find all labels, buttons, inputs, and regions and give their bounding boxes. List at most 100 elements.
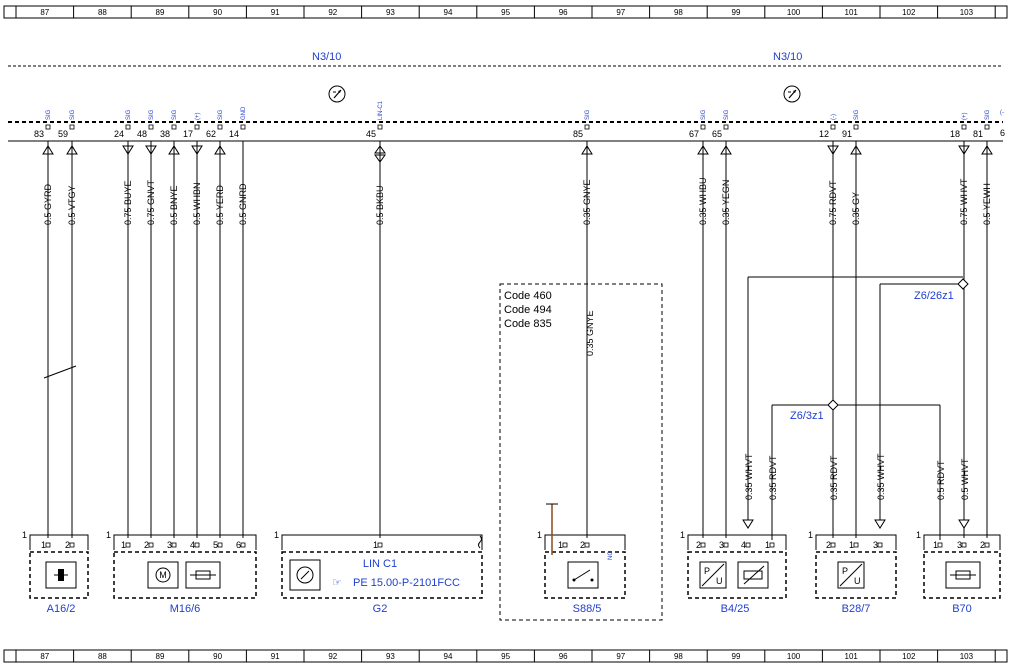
- bot-grid-num: 95: [501, 652, 510, 661]
- component-label: B4/25: [721, 603, 750, 615]
- bot-grid-num: 90: [213, 652, 222, 661]
- component-pin: 2: [144, 540, 149, 550]
- pin-17: 17(+)0.5 WHBN: [183, 112, 203, 538]
- component-label: A16/2: [47, 603, 76, 615]
- pin-type: GND: [241, 106, 247, 120]
- top-grid-num: 92: [328, 8, 337, 17]
- box-corner-num: 1: [106, 530, 111, 540]
- bot-grid-num: 89: [156, 652, 165, 661]
- component-pin: 1: [373, 540, 378, 550]
- pin-type: SIG: [985, 109, 991, 120]
- bot-grid-num: 103: [960, 652, 974, 661]
- top-grid-num: 97: [616, 8, 625, 17]
- pin-type: SIG: [585, 109, 591, 120]
- module-icon-right: [783, 85, 801, 103]
- top-grid-num: 90: [213, 8, 222, 17]
- pin-number: 85: [573, 129, 583, 139]
- wire-label-lower-5: 0.5 RDVT: [936, 460, 946, 500]
- component-pin: 2: [580, 540, 585, 550]
- top-grid-num: 98: [674, 8, 683, 17]
- top-grid-num: 102: [902, 8, 916, 17]
- box-corner-num: 1: [916, 530, 921, 540]
- pin-number: 65: [712, 129, 722, 139]
- pointer-hand-icon: ☞: [332, 577, 342, 589]
- component-pin: 1: [933, 540, 938, 550]
- pin-number: 83: [34, 129, 44, 139]
- code-835: Code 835: [504, 318, 552, 330]
- pin-number: 59: [58, 129, 68, 139]
- wire-label-lower-3: 0.35 RDVT: [829, 455, 839, 500]
- bot-grid-num: 87: [40, 652, 49, 661]
- box-corner-num: 1: [537, 530, 542, 540]
- b425-u-glyph: U: [716, 576, 723, 586]
- svg-text:6: 6: [1000, 128, 1005, 138]
- bot-grid-num: 98: [674, 652, 683, 661]
- pin-number: 18: [950, 129, 960, 139]
- pin-type: SIG: [724, 109, 730, 120]
- pin-number: 17: [183, 129, 193, 139]
- pin-type: SIG: [854, 109, 860, 120]
- pin-type: SIG: [701, 109, 707, 120]
- bot-grid-num: 102: [902, 652, 916, 661]
- box-corner-num: 1: [680, 530, 685, 540]
- pin-type: SIG: [172, 109, 178, 120]
- motor-m-glyph: M: [159, 570, 167, 580]
- component-label: B28/7: [842, 603, 871, 615]
- component-pin: 3: [873, 540, 878, 550]
- top-grid-num: 99: [732, 8, 741, 17]
- bot-grid-num: 94: [444, 652, 453, 661]
- code-option-box: Code 460 Code 494 Code 835 0.35 GNYE: [499, 283, 663, 621]
- component-pin: 3: [719, 540, 724, 550]
- pin-type: (-): [831, 114, 837, 120]
- bot-grid-num: 93: [386, 652, 395, 661]
- pin-type: (+): [962, 112, 968, 120]
- code-460: Code 460: [504, 290, 552, 302]
- component-pin: 1: [849, 540, 854, 550]
- wire-label-lower-4: 0.35 WHVT: [876, 453, 886, 500]
- pin-type: SIG: [149, 109, 155, 120]
- bot-grid-num: 97: [616, 652, 625, 661]
- bot-grid-num: 100: [787, 652, 801, 661]
- bot-grid-num: 96: [559, 652, 568, 661]
- top-grid-num: 101: [845, 8, 859, 17]
- top-grid-num: 94: [444, 8, 453, 17]
- component-pin: 2: [826, 540, 831, 550]
- component-pin: 1: [558, 540, 563, 550]
- wire-label-lower-6: 0.5 WHVT: [960, 458, 970, 500]
- component-pin: 5: [213, 540, 218, 550]
- component-pin: 1: [41, 540, 46, 550]
- pin-number: 24: [114, 129, 124, 139]
- pin-type: SIG: [70, 109, 76, 120]
- pin-type: (+): [195, 112, 201, 120]
- top-grid-num: 87: [40, 8, 49, 17]
- pin-number: 12: [819, 129, 829, 139]
- top-grid-num: 93: [386, 8, 395, 17]
- pin-number: 91: [842, 129, 852, 139]
- top-grid-num: 89: [156, 8, 165, 17]
- pin-right-edge: 6 (-: [1000, 110, 1005, 138]
- pin-12: 12(-)0.75 RDVT: [819, 114, 839, 538]
- b425-p-glyph: P: [704, 566, 710, 576]
- bot-grid-num: 91: [271, 652, 280, 661]
- bot-grid-num: 88: [98, 652, 107, 661]
- bot-grid-num: 101: [845, 652, 859, 661]
- nc-label: NC: [608, 551, 614, 560]
- pin-number: 81: [973, 129, 983, 139]
- component-pin: 2: [980, 540, 985, 550]
- pin-number: 67: [689, 129, 699, 139]
- code-494: Code 494: [504, 304, 552, 316]
- top-grid-num: 100: [787, 8, 801, 17]
- pin-type: SIG: [218, 109, 224, 120]
- top-grid-num: 103: [960, 8, 974, 17]
- component-label: G2: [373, 603, 388, 615]
